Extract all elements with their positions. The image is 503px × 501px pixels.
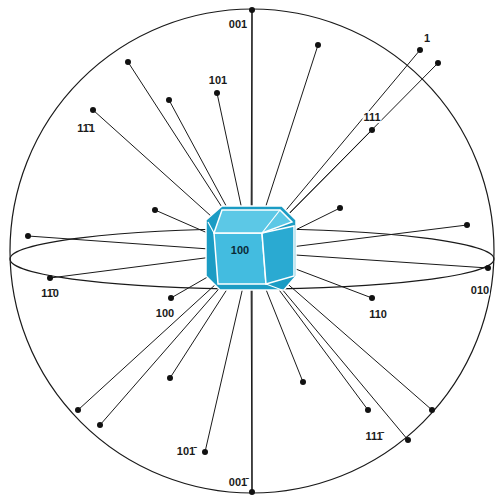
miller-index: 111 [362,111,381,123]
pole-dot [168,295,174,301]
pole-dot [365,407,371,413]
crystal-illustration [206,206,296,290]
miller-index: 110 [368,308,388,320]
pole-dot [315,42,321,48]
pole-dot [152,207,158,213]
pole-dot [249,489,255,495]
crystal-outline [206,206,296,290]
pole-dot [47,275,53,281]
pole-dot [249,7,255,13]
projection-sphere [10,9,494,493]
miller-index: 100 [230,244,250,256]
pole-dot [300,379,306,385]
pole-dot [429,407,435,413]
crystal-face-001 [214,210,292,233]
pole-dot [485,265,491,271]
pole-dot [214,90,220,96]
miller-index: 101̄ [176,445,196,457]
pole-dot [202,449,208,455]
pole-dot [464,222,470,228]
pole-dot [97,422,103,428]
pole-dot [435,60,441,66]
pole-dot [166,97,172,103]
miller-index: 010 [470,284,490,296]
pole-dot [337,205,343,211]
crystal-edge [266,284,282,290]
miller-index: 1 [423,32,431,44]
miller-index: 11̄0 [40,287,60,299]
miller-index: 001 [228,18,248,30]
pole-dot [25,233,31,239]
face-normals [25,7,491,495]
pole-dot [75,407,81,413]
miller-index: 100 [155,307,175,319]
pole-dot [405,437,411,443]
pole-dot [167,375,173,381]
miller-index: 001̄ [228,476,248,488]
miller-index: 101 [208,74,228,86]
crystal-edge [208,222,214,233]
crystal-face-100 [214,233,266,284]
pole-dot [369,295,375,301]
miller-index: 111̄ [364,430,383,442]
pole-dot [125,59,131,65]
equator-ellipse [10,229,494,289]
crystal-edge [262,210,280,233]
pole-dot [90,107,96,113]
pole-dot [369,127,375,133]
pole-dot [417,47,423,53]
miller-index: 11̄1 [76,122,96,134]
crystal-face-010 [262,226,294,284]
